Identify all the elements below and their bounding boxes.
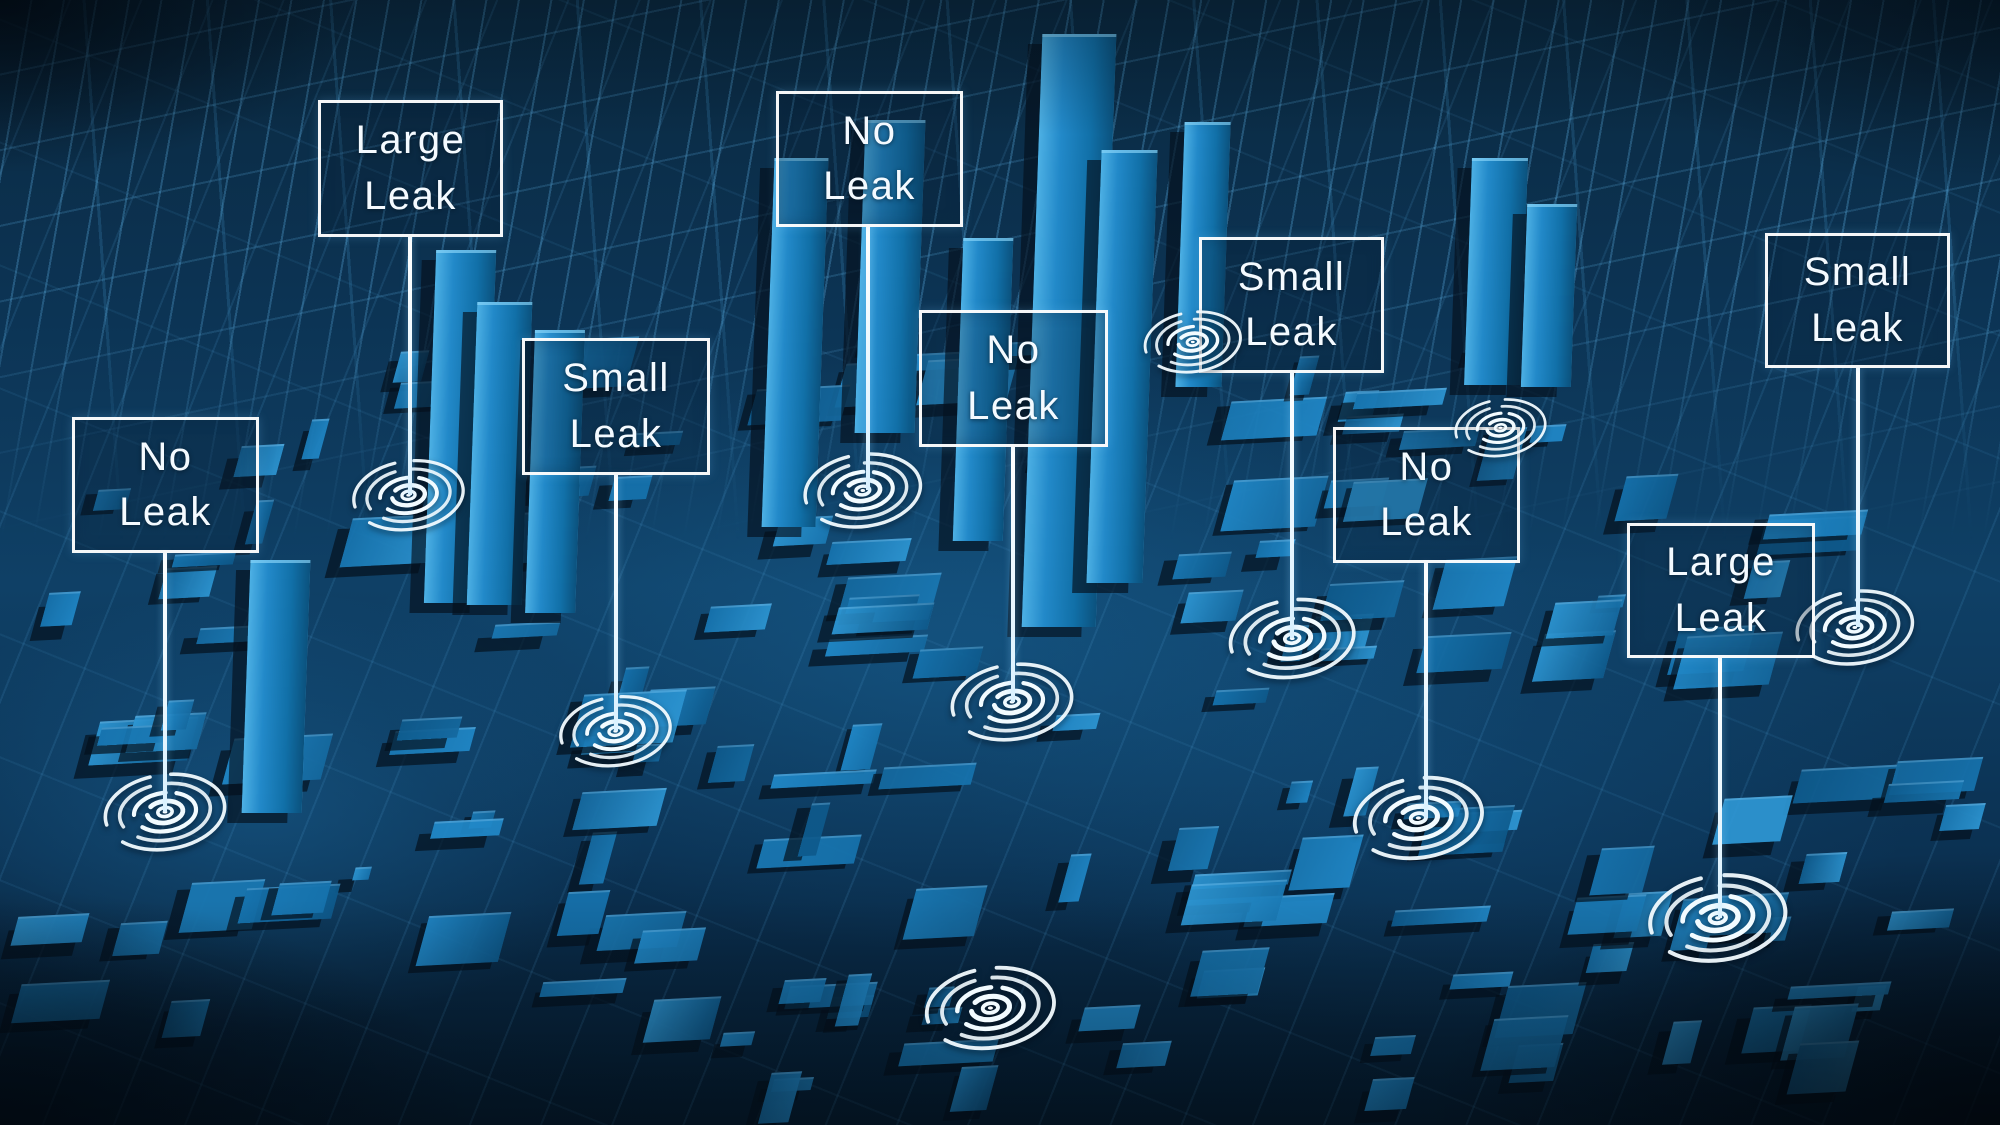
leak-label-box: Small Leak: [1199, 237, 1384, 373]
leak-label-text: No Leak: [1380, 444, 1473, 544]
callout-line: [163, 553, 167, 812]
leak-label-text: Large Leak: [1666, 540, 1776, 640]
leak-label-text: No Leak: [967, 328, 1060, 428]
ripple-sensor-icon: [803, 451, 923, 529]
leak-label-text: Small Leak: [562, 356, 670, 456]
callout-line: [1718, 658, 1722, 918]
leak-label-box: Large Leak: [318, 100, 503, 237]
ripple-sensor-icon: [924, 965, 1056, 1051]
leak-label-box: No Leak: [72, 417, 259, 553]
callout-line: [408, 237, 412, 495]
ripple-sensor-icon: [1228, 597, 1356, 679]
leak-label-text: No Leak: [119, 434, 212, 534]
leak-label-box: No Leak: [919, 310, 1108, 447]
callout-line: [1856, 368, 1860, 627]
ripple-sensor-icon: [558, 694, 672, 768]
leak-label-box: No Leak: [776, 91, 963, 227]
ripple-sensor-icon: [351, 458, 465, 532]
ripple-sensor-icon: [103, 772, 227, 852]
leak-label-box: No Leak: [1333, 427, 1520, 563]
ripple-sensor-icon: [1795, 588, 1915, 666]
ripple-sensor-icon: [1453, 398, 1547, 458]
leak-label-text: Small Leak: [1237, 254, 1346, 354]
leak-label-box: Small Leak: [522, 338, 710, 475]
callout-line: [1290, 373, 1294, 638]
ripple-sensor-icon: [1648, 873, 1788, 963]
leak-label-text: Small Leak: [1803, 250, 1912, 350]
callout-line: [614, 475, 618, 731]
callout-line: [1424, 563, 1428, 818]
callout-line: [866, 227, 870, 490]
ripple-sensor-icon: [1352, 775, 1484, 861]
leak-label-box: Large Leak: [1627, 523, 1815, 658]
leak-label-text: No Leak: [823, 108, 916, 208]
ripple-sensor-icon: [950, 662, 1074, 742]
leak-label-box: Small Leak: [1765, 233, 1950, 368]
ripple-sensor-icon: [1143, 310, 1243, 374]
callout-line: [1011, 447, 1015, 702]
leak-label-text: Large Leak: [355, 118, 466, 218]
